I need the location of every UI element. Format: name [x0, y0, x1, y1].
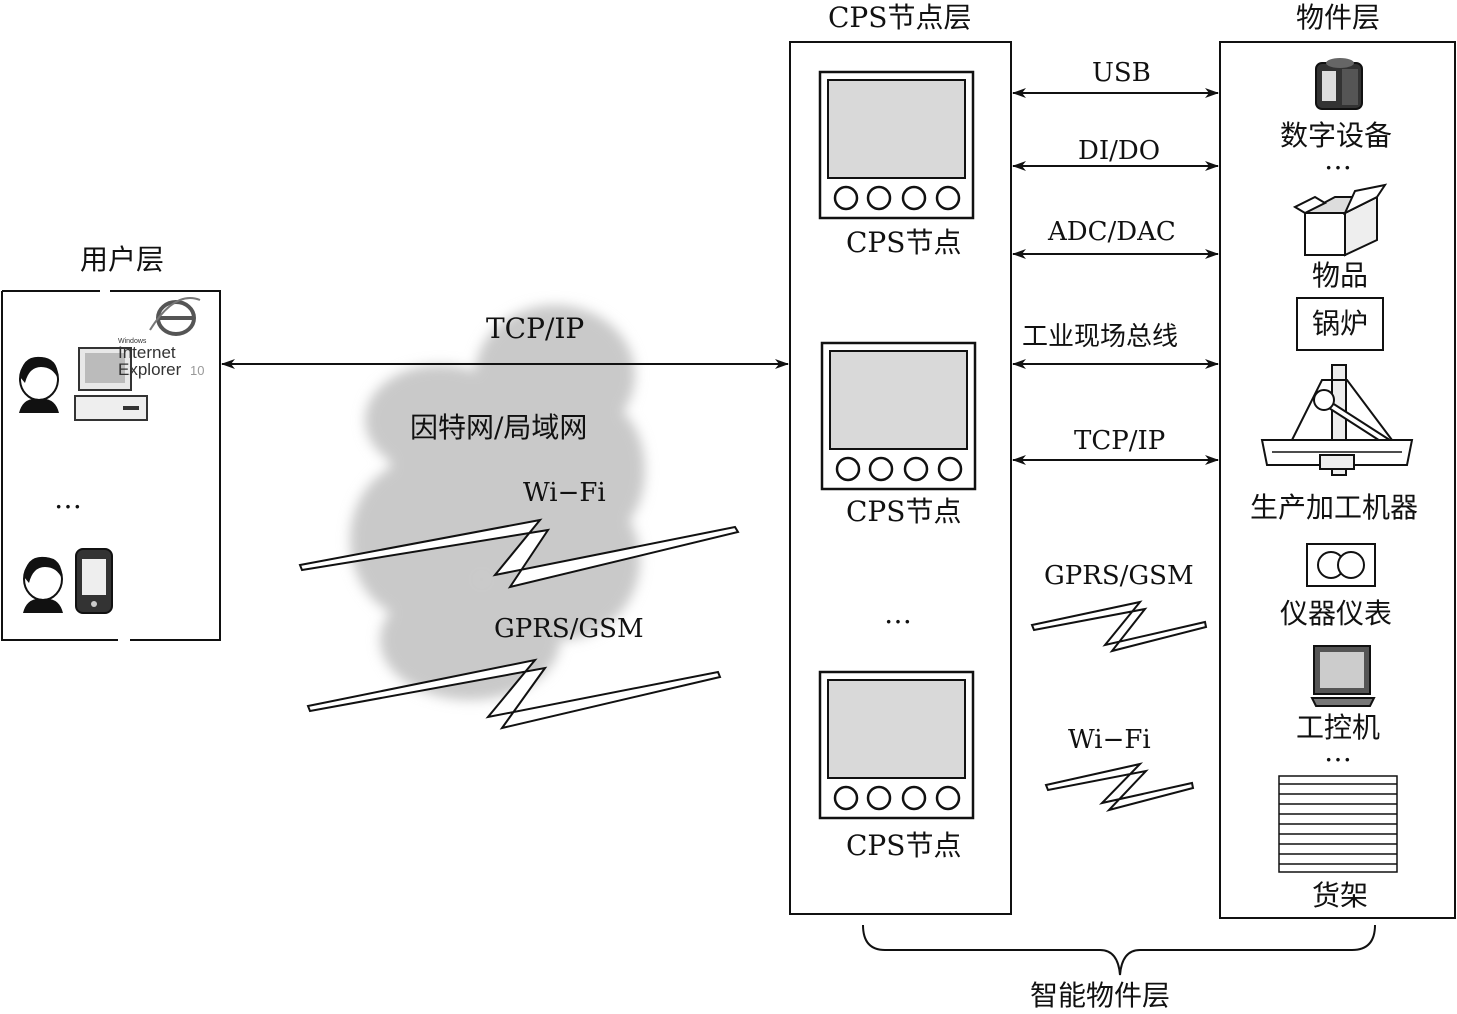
- cps-layer-box: [789, 41, 1012, 915]
- tcpip-main-label: TCP/IP: [486, 312, 585, 345]
- industrial-pc-icon: [1310, 645, 1376, 707]
- ie-logo-icon: Windows Internet Explorer 10: [118, 297, 204, 379]
- production-machine-icon: [1260, 364, 1414, 476]
- digital-device-icon: [1315, 58, 1363, 110]
- boiler-box: [1296, 297, 1384, 351]
- adcdac-label: ADC/DAC: [1048, 217, 1176, 247]
- machine-label: 生产加工机器: [1250, 491, 1419, 524]
- user-ellipsis: …: [54, 482, 82, 515]
- object-ellipsis-2: …: [1324, 735, 1352, 768]
- shelf-label: 货架: [1312, 879, 1369, 912]
- cps-node-device-1: [818, 70, 975, 220]
- cps-node-label-2: CPS节点: [846, 495, 962, 528]
- cps-node-device-3: [818, 670, 975, 820]
- ie-line1: Internet: [118, 343, 176, 362]
- gprs-left-label: GPRS/GSM: [494, 614, 644, 644]
- object-ellipsis-1: …: [1324, 143, 1352, 176]
- usb-label: USB: [1092, 58, 1151, 88]
- desktop-computer-icon: [74, 347, 148, 421]
- shelf-icon: [1278, 775, 1398, 873]
- user-avatar-icon-2: [23, 556, 63, 613]
- dido-label: DI/DO: [1078, 136, 1161, 166]
- smart-layer-brace: [862, 924, 1376, 976]
- cps-layer-title: CPS节点层: [828, 1, 972, 34]
- ie-line2: Explorer: [118, 360, 182, 379]
- wifi-left-label: Wi−Fi: [523, 478, 606, 508]
- user-layer-box: [1, 290, 221, 641]
- ie-version: 10: [190, 363, 204, 378]
- digital-device-label: 数字设备: [1280, 119, 1393, 152]
- tcpip-interface-label: TCP/IP: [1074, 426, 1166, 456]
- user-layer-title: 用户层: [80, 243, 165, 276]
- smart-layer-title: 智能物件层: [1030, 979, 1171, 1012]
- instrument-label: 仪器仪表: [1280, 597, 1393, 630]
- ie-brand-small: Windows: [118, 338, 147, 345]
- user-avatar-icon: [19, 356, 59, 413]
- fieldbus-label: 工业现场总线: [1022, 322, 1179, 352]
- object-layer-title: 物件层: [1296, 1, 1381, 34]
- goods-label: 物品: [1312, 259, 1369, 292]
- cps-ellipsis: …: [884, 597, 912, 630]
- wifi-bolt-right: [1044, 762, 1195, 812]
- cps-node-label-3: CPS节点: [846, 829, 962, 862]
- boiler-label: 锅炉: [1312, 307, 1369, 340]
- wifi-bolt-left: [298, 518, 740, 589]
- gprs-right-label: GPRS/GSM: [1044, 561, 1194, 591]
- cloud-label: 因特网/局域网: [410, 411, 588, 444]
- cps-node-label-1: CPS节点: [846, 226, 962, 259]
- instrument-meter-icon: [1306, 543, 1376, 587]
- wifi-right-label: Wi−Fi: [1068, 725, 1151, 755]
- gprs-bolt-left: [306, 658, 722, 730]
- gprs-bolt-right: [1030, 600, 1208, 653]
- cps-node-device-2: [820, 341, 977, 491]
- goods-box-icon: [1292, 183, 1388, 257]
- ipc-label: 工控机: [1296, 711, 1381, 744]
- object-layer-box: [1219, 41, 1456, 919]
- mobile-phone-icon: [75, 548, 113, 614]
